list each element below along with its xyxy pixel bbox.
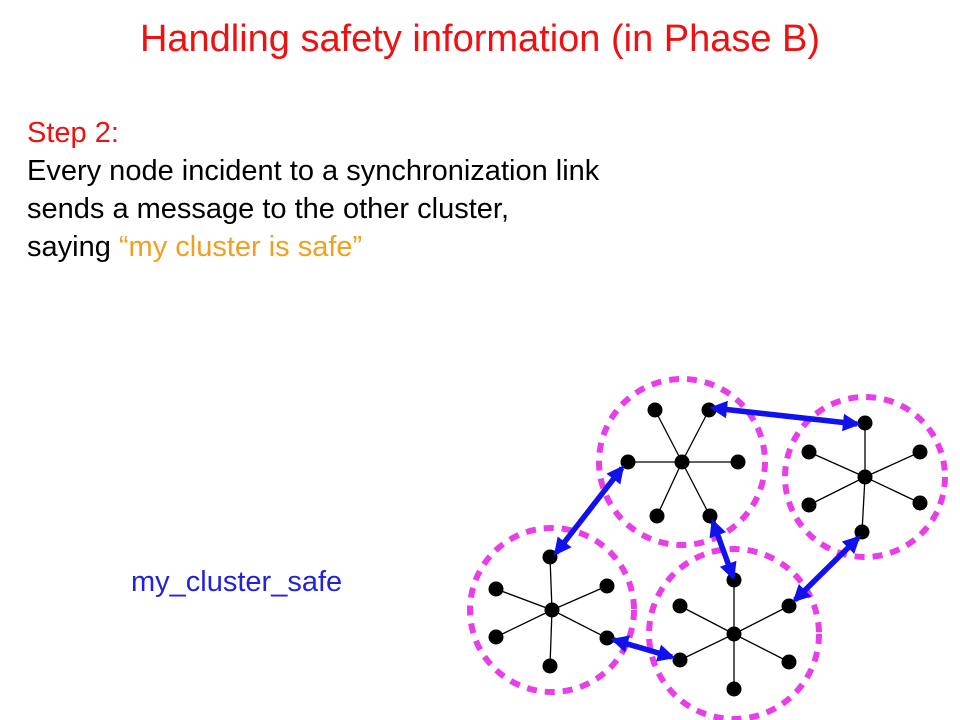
cluster-head-node bbox=[857, 469, 873, 485]
cluster-bottom-left bbox=[467, 525, 637, 695]
node bbox=[672, 598, 688, 614]
synchronization-links bbox=[553, 400, 861, 662]
sync-link-arrow bbox=[553, 465, 625, 556]
step-line-1: Every node incident to a synchronization… bbox=[27, 155, 600, 187]
cluster-head-node bbox=[544, 602, 560, 618]
step-line-3-prefix: saying bbox=[27, 231, 119, 263]
step-label: Step 2: bbox=[27, 117, 119, 149]
sync-link-arrow bbox=[610, 635, 676, 662]
step-line-3: saying “my cluster is safe” bbox=[27, 228, 599, 266]
node bbox=[781, 654, 797, 670]
cluster-head-node bbox=[726, 626, 742, 642]
node bbox=[599, 578, 615, 594]
node bbox=[542, 549, 558, 565]
node bbox=[488, 629, 504, 645]
node bbox=[730, 454, 746, 470]
slide-title: Handling safety information (in Phase B) bbox=[139, 18, 821, 60]
cluster-top-center bbox=[596, 376, 768, 548]
node bbox=[912, 495, 928, 511]
node bbox=[649, 508, 665, 524]
cluster-boundary bbox=[782, 394, 948, 560]
message-label: my_cluster_safe bbox=[131, 566, 343, 598]
node bbox=[488, 581, 504, 597]
node bbox=[542, 658, 558, 674]
node bbox=[647, 402, 663, 418]
sync-link-arrow bbox=[792, 535, 861, 603]
node bbox=[781, 598, 797, 614]
node bbox=[912, 444, 928, 460]
node bbox=[801, 444, 817, 460]
step-line-2: sends a message to the other cluster, bbox=[27, 193, 509, 225]
node bbox=[599, 630, 615, 646]
sync-link-arrow bbox=[709, 400, 861, 432]
node bbox=[857, 415, 873, 431]
node bbox=[726, 681, 742, 697]
sync-link-arrow bbox=[709, 518, 737, 581]
node bbox=[801, 497, 817, 513]
cluster-boundary bbox=[467, 525, 637, 695]
cluster-boundary bbox=[596, 376, 768, 548]
node bbox=[620, 454, 636, 470]
step-description: Step 2: Every node incident to a synchro… bbox=[27, 114, 599, 266]
safe-message-quote: “my cluster is safe” bbox=[118, 231, 363, 263]
cluster-head-node bbox=[674, 454, 690, 470]
node bbox=[672, 652, 688, 668]
